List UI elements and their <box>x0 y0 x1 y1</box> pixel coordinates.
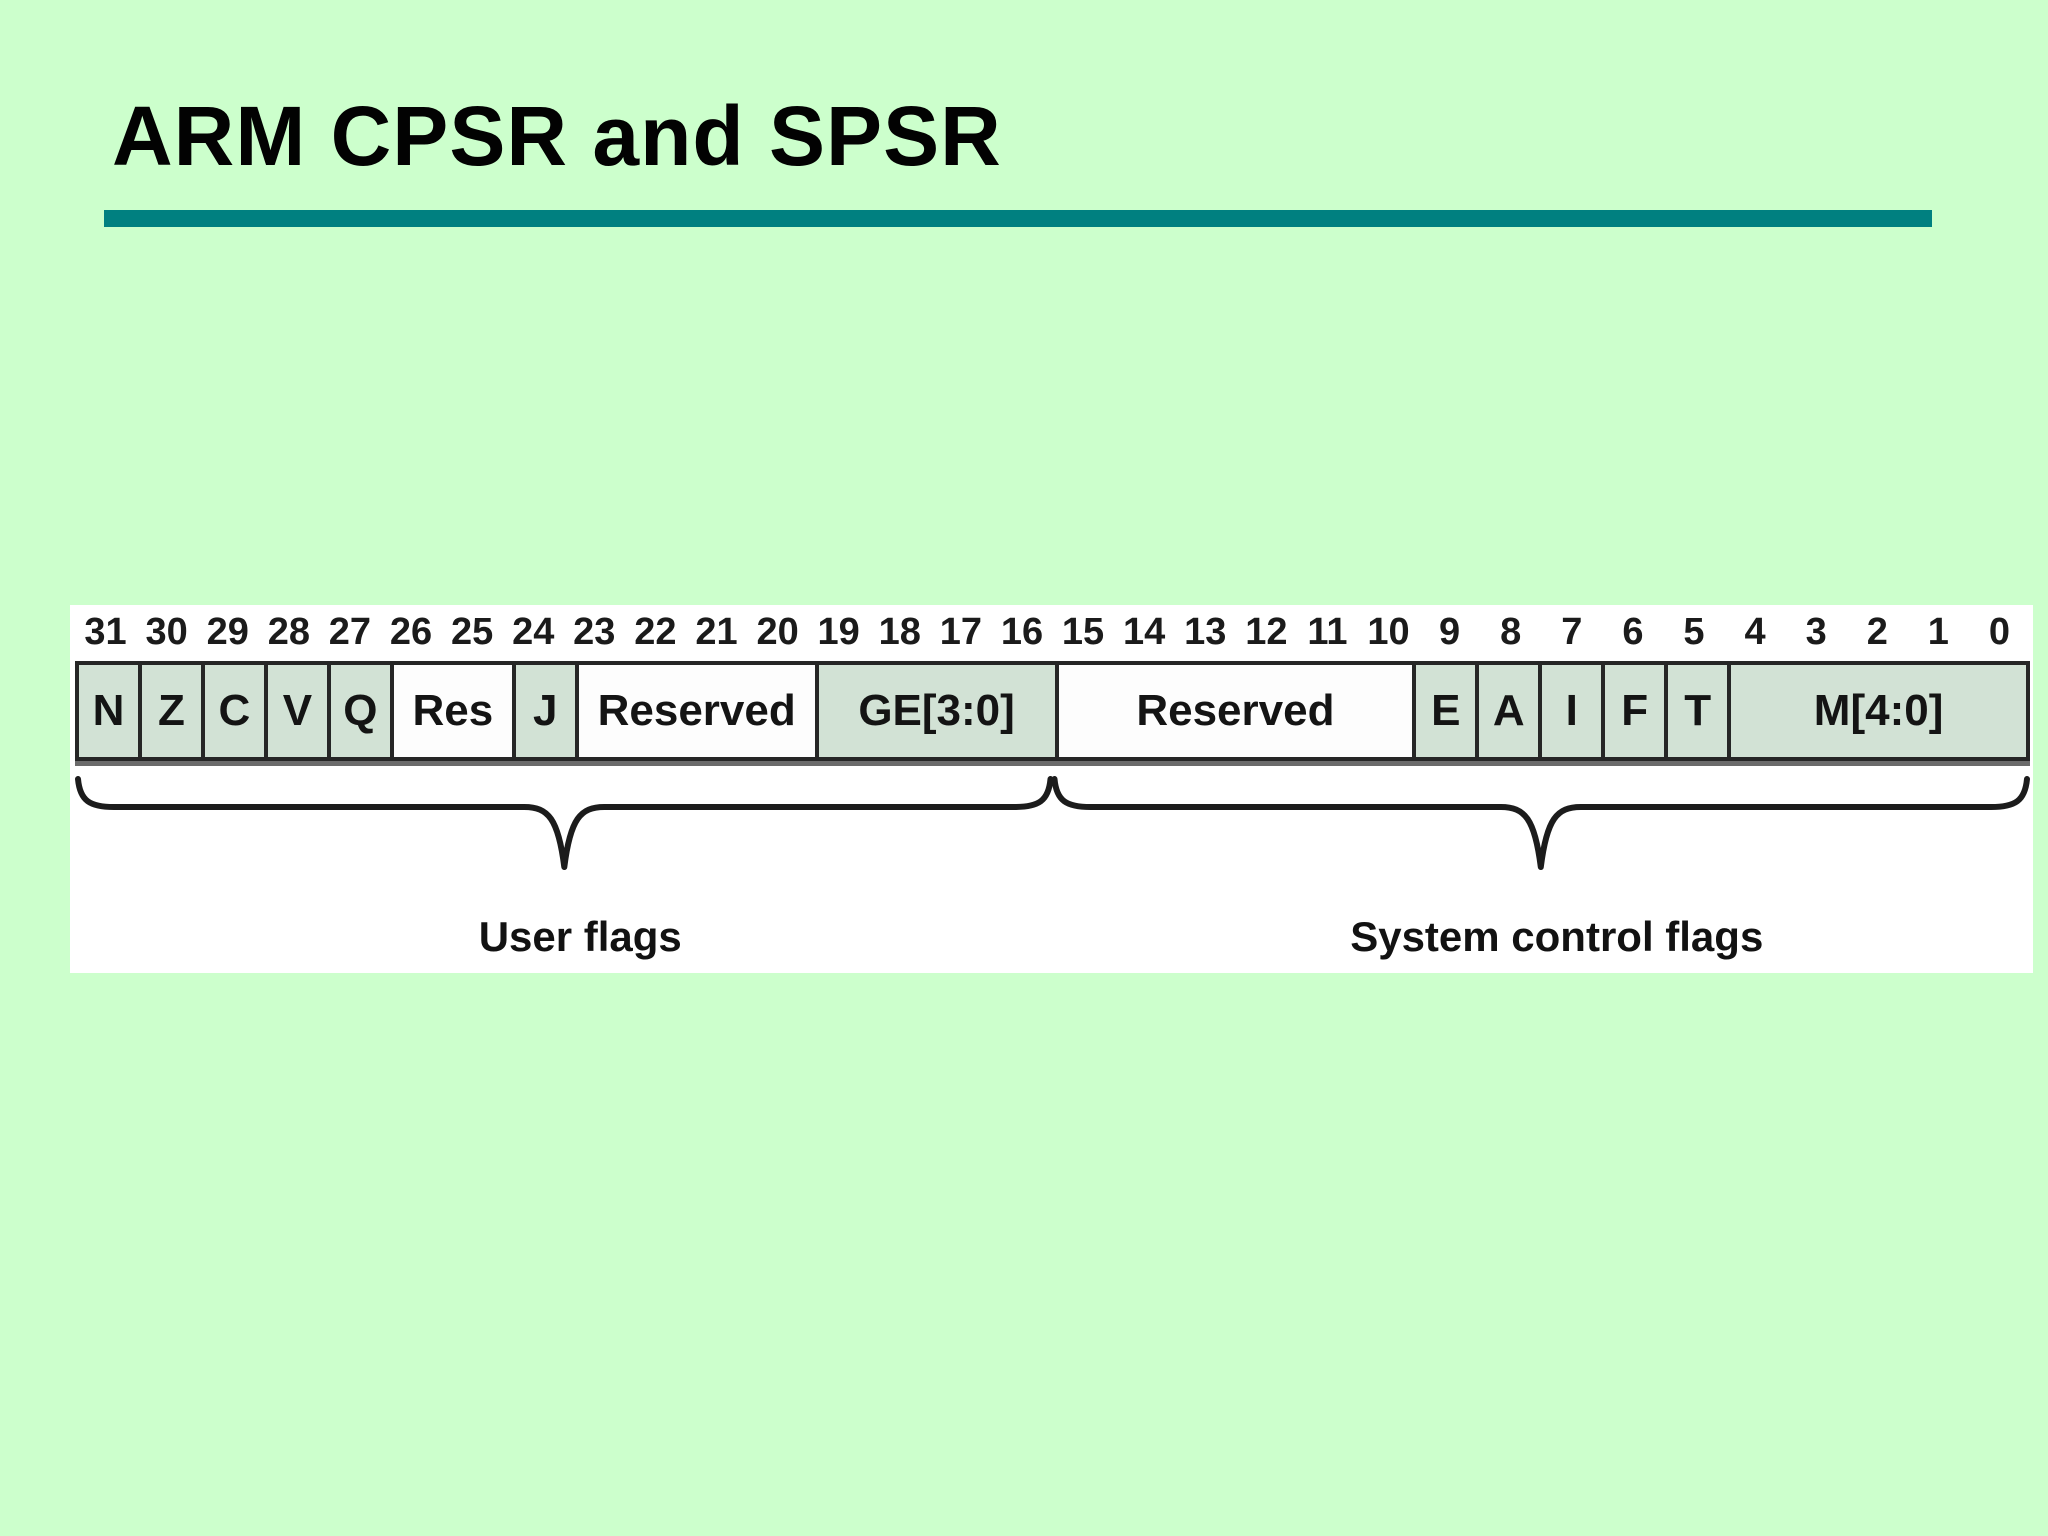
bit-number: 9 <box>1439 611 1461 653</box>
field-a: A <box>1479 665 1543 757</box>
field-reserved: Reserved <box>579 665 819 757</box>
group-label: User flags <box>478 913 682 960</box>
bit-number: 8 <box>1500 611 1522 653</box>
field-reserved: Reserved <box>1059 665 1417 757</box>
bit-number: 11 <box>1307 611 1348 653</box>
field-i: I <box>1542 665 1606 757</box>
group-brace <box>75 776 1054 870</box>
bit-number: 31 <box>84 611 127 653</box>
field-m-4-0: M[4:0] <box>1731 665 2026 757</box>
title-underline <box>104 210 1932 227</box>
field-label: Reserved <box>597 686 796 735</box>
braces-svg <box>75 776 2030 870</box>
bit-number: 20 <box>756 611 799 653</box>
bit-number: 2 <box>1866 611 1888 653</box>
bit-number: 19 <box>817 611 860 653</box>
bit-number: 26 <box>389 611 433 653</box>
field-label: Q <box>343 686 378 735</box>
field-q: Q <box>330 665 394 757</box>
field-label: Res <box>412 686 494 735</box>
field-label: N <box>92 686 125 735</box>
bit-number: 15 <box>1061 611 1105 653</box>
bit-number: 16 <box>1000 611 1044 653</box>
field-label: I <box>1565 686 1578 735</box>
bit-number: 6 <box>1622 611 1644 653</box>
field-j: J <box>515 665 579 757</box>
field-label: M[4:0] <box>1813 686 1944 735</box>
bit-number: 12 <box>1245 611 1288 653</box>
bit-number: 4 <box>1744 611 1766 653</box>
field-n: N <box>79 665 142 757</box>
bit-number: 29 <box>206 611 249 653</box>
field-label: C <box>218 686 251 735</box>
bit-number: 0 <box>1988 611 2011 653</box>
bit-number: 1 <box>1927 611 1949 653</box>
field-f: F <box>1605 665 1669 757</box>
bit-number: 5 <box>1683 611 1705 653</box>
field-c: C <box>204 665 268 757</box>
field-ge-3-0: GE[3:0] <box>818 665 1059 757</box>
bit-number: 27 <box>328 611 372 653</box>
field-label: V <box>282 686 313 735</box>
field-label: A <box>1492 686 1525 735</box>
bit-number: 25 <box>450 611 494 653</box>
bit-number: 21 <box>695 611 738 653</box>
bit-number: 13 <box>1184 611 1227 653</box>
field-label: F <box>1621 686 1649 735</box>
field-res: Res <box>394 665 516 757</box>
bit-number: 10 <box>1367 611 1410 653</box>
group-label: System control flags <box>1350 913 1764 960</box>
field-v: V <box>267 665 331 757</box>
bit-number: 24 <box>512 611 555 653</box>
bit-number: 17 <box>939 611 982 653</box>
bit-number: 28 <box>267 611 310 653</box>
bit-number: 14 <box>1123 611 1166 653</box>
bit-number: 7 <box>1561 611 1583 653</box>
field-label: E <box>1431 686 1461 735</box>
field-z: Z <box>141 665 205 757</box>
bit-number: 3 <box>1805 611 1827 653</box>
field-label: T <box>1684 686 1712 735</box>
bit-number: 30 <box>145 611 188 653</box>
field-label: Z <box>158 686 185 735</box>
bit-number: 18 <box>878 611 921 653</box>
field-e: E <box>1416 665 1480 757</box>
bit-number: 23 <box>573 611 616 653</box>
field-t: T <box>1668 665 1732 757</box>
field-label: Reserved <box>1136 686 1335 735</box>
group-brace <box>1051 776 2030 870</box>
field-label: J <box>533 686 558 735</box>
page-title: ARM CPSR and SPSR <box>112 89 1002 183</box>
field-label: GE[3:0] <box>858 686 1015 735</box>
bit-number: 22 <box>634 611 677 653</box>
